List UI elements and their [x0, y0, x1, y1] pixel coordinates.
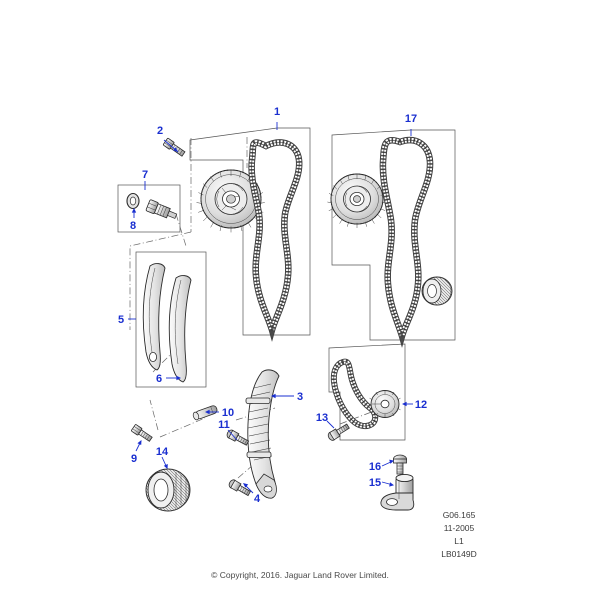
callout-15[interactable]: 15: [369, 477, 381, 489]
callout-9[interactable]: 9: [131, 453, 137, 465]
part-tensioner-plunger-7: [145, 199, 178, 219]
part-crankshaft-sprocket-14: [145, 468, 191, 512]
part-dowel-pin-10: [192, 405, 218, 421]
part-camshaft-sprocket-right: [327, 173, 387, 228]
callout-2[interactable]: 2: [157, 125, 163, 137]
callout-1[interactable]: 1: [274, 106, 280, 118]
metadata-line-1: G06.165: [443, 510, 476, 520]
part-bolt-11: [226, 429, 250, 446]
callout-4[interactable]: 4: [254, 493, 261, 505]
callout-3[interactable]: 3: [297, 391, 303, 403]
part-bolt-2: [163, 137, 186, 157]
callout-14[interactable]: 14: [156, 446, 169, 458]
metadata-line-3: L1: [454, 536, 464, 546]
callout-6[interactable]: 6: [156, 373, 162, 385]
callout-11[interactable]: 11: [218, 419, 230, 431]
metadata-line-4: LB0149D: [441, 549, 476, 559]
part-bolt-4: [228, 479, 252, 497]
metadata-block: G06.165 11-2005 L1 LB0149D: [441, 510, 476, 559]
callout-13[interactable]: 13: [316, 412, 328, 424]
part-tensioner-arm-3: [245, 369, 280, 499]
group-frame-17: [331, 129, 456, 341]
part-oil-pump-chain-12: [330, 358, 379, 430]
callout-16[interactable]: 16: [369, 461, 381, 473]
group-frame-1: [189, 127, 311, 336]
group-frame-56: [135, 251, 207, 388]
callout-5[interactable]: 5: [118, 314, 124, 326]
part-camshaft-sprocket-left: [196, 169, 265, 233]
group-frame-7: [117, 184, 181, 233]
part-bolt-16: [393, 454, 407, 475]
part-tensioner-body-15: [380, 473, 415, 511]
part-timing-chain-right: [379, 136, 434, 348]
group-frame-12: [328, 343, 406, 441]
metadata-line-2: 11-2005: [444, 523, 475, 533]
part-bolt-9: [131, 424, 153, 442]
callout-number-group: 1 2 3 4 5 6 7 8 9 10 11 12 13 14 15 16 1…: [118, 106, 427, 505]
copyright-notice: © Copyright, 2016. Jaguar Land Rover Lim…: [211, 570, 389, 580]
part-bolt-13: [327, 423, 350, 441]
callout-7[interactable]: 7: [142, 169, 148, 181]
part-drive-gear-right: [421, 276, 453, 306]
part-timing-chain-left: [248, 139, 303, 342]
part-sealing-ring-8: [126, 192, 140, 210]
callout-12[interactable]: 12: [415, 399, 427, 411]
callout-leaders: [128, 122, 413, 494]
part-oil-pump-sprocket-12: [369, 390, 401, 418]
part-chain-guide-rail-5: [142, 263, 166, 371]
callout-8[interactable]: 8: [130, 220, 136, 232]
callout-17[interactable]: 17: [405, 113, 417, 125]
part-chain-guide-rail-6: [168, 275, 192, 383]
callout-10[interactable]: 10: [222, 407, 234, 419]
